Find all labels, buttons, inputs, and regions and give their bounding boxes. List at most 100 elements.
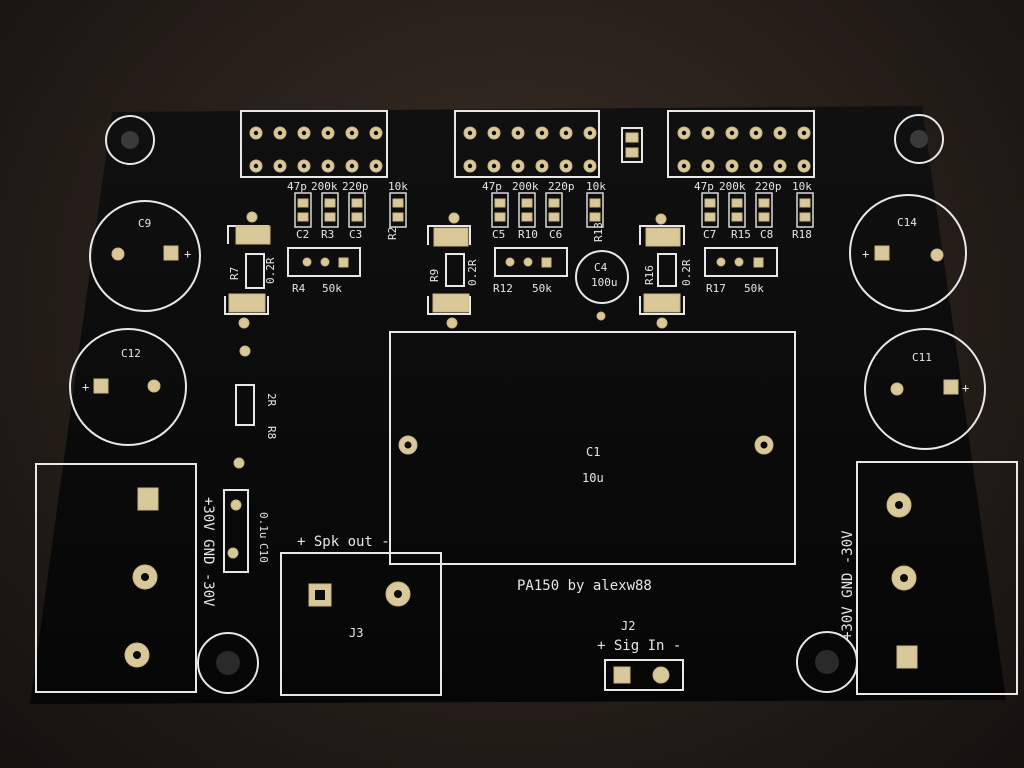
header-pin-hole <box>277 130 283 136</box>
smd-pad <box>589 212 601 222</box>
power-resistor-r16 <box>639 213 685 329</box>
power-resistor-r7 <box>224 211 271 329</box>
smd-footprint <box>728 192 746 228</box>
smd-pad <box>494 198 506 208</box>
label-c1: C1 <box>586 445 600 459</box>
label-c12-plus: + <box>82 380 89 394</box>
label-c9-plus: + <box>184 247 191 261</box>
terminal-block-right <box>856 461 1018 695</box>
label-right-c8: C8 <box>760 228 773 241</box>
label-r8: R8 <box>265 426 278 439</box>
small-footprint-top <box>621 127 643 163</box>
header-pin-hole <box>539 130 545 136</box>
label-left-v1: 47p <box>287 180 307 193</box>
label-c9: C9 <box>138 217 151 230</box>
header-pin-hole <box>777 130 783 136</box>
label-mid-r13: R13 <box>592 222 605 242</box>
label-mid-r12: R12 <box>493 282 513 295</box>
header-pin-hole <box>705 130 711 136</box>
mounting-hole-top-right <box>894 114 944 164</box>
smd-group-right <box>701 192 814 228</box>
smd-pad <box>548 212 560 222</box>
smd-pad <box>799 212 811 222</box>
label-power-right: +30V GND -30V <box>840 530 856 640</box>
header-pin-hole <box>729 130 735 136</box>
smd-pad <box>324 198 336 208</box>
label-right-v4: 10k <box>792 180 812 193</box>
header-pin-hole <box>373 130 379 136</box>
header-middle <box>454 110 600 178</box>
smd-pad <box>731 212 743 222</box>
header-pin-hole <box>515 163 521 169</box>
smd-footprint <box>701 192 719 228</box>
label-mid-v4: 10k <box>586 180 606 193</box>
label-r7: R7 <box>228 267 241 280</box>
label-c1-value: 10u <box>582 471 604 485</box>
label-right-r17-value: 50k <box>744 282 764 295</box>
smd-pad <box>297 198 309 208</box>
smd-footprint <box>755 192 773 228</box>
smd-pad <box>704 212 716 222</box>
header-pin-hole <box>587 130 593 136</box>
header-pin-hole <box>681 130 687 136</box>
smd-pad <box>521 212 533 222</box>
label-sig-in: + Sig In - <box>597 638 681 654</box>
smd-pad <box>758 198 770 208</box>
smd-footprint <box>586 192 604 228</box>
header-pin-hole <box>467 163 473 169</box>
smd-footprint <box>294 192 312 228</box>
board-title: PA150 by alexw88 <box>517 578 652 594</box>
label-mid-v2: 200k <box>512 180 539 193</box>
header-pin-hole <box>491 130 497 136</box>
label-c14-plus: + <box>862 247 869 261</box>
capacitor-c12 <box>69 328 187 446</box>
smd-pad <box>297 212 309 222</box>
smd-pad <box>351 212 363 222</box>
capacitor-c9 <box>89 200 201 312</box>
label-c4-value: 100u <box>591 276 618 289</box>
trimmer-r17 <box>704 247 778 277</box>
label-r9: R9 <box>428 269 441 282</box>
capacitor-c4 <box>575 250 629 321</box>
label-r9-value: 0.2R <box>466 259 479 286</box>
terminal-block-left <box>35 463 197 693</box>
header-pin-hole <box>563 163 569 169</box>
header-pin-hole <box>253 163 259 169</box>
header-pin-hole <box>777 163 783 169</box>
header-pin-hole <box>563 130 569 136</box>
resistor-r8 <box>233 345 255 469</box>
label-c4: C4 <box>594 261 608 274</box>
label-c11: C11 <box>912 351 932 364</box>
smd-pad <box>758 212 770 222</box>
label-mid-r12-value: 50k <box>532 282 552 295</box>
label-j3: J3 <box>349 626 363 640</box>
header-pin-hole <box>467 130 473 136</box>
header-left <box>240 110 388 178</box>
header-pin-hole <box>705 163 711 169</box>
capacitor-c11 <box>864 328 986 450</box>
header-pin-hole <box>325 163 331 169</box>
header-pin-hole <box>491 163 497 169</box>
smd-pad <box>324 212 336 222</box>
label-right-r15: R15 <box>731 228 751 241</box>
label-spk-out: + Spk out - <box>297 534 390 550</box>
smd-pad <box>799 198 811 208</box>
label-right-v3: 220p <box>755 180 782 193</box>
label-c12: C12 <box>121 347 141 360</box>
header-pin-hole <box>301 130 307 136</box>
connector-j2 <box>604 659 684 691</box>
smd-footprint <box>796 192 814 228</box>
label-left-r2: R2 <box>386 227 399 240</box>
label-right-r18: R18 <box>792 228 812 241</box>
label-left-c2: C2 <box>296 228 309 241</box>
header-pin-hole <box>729 163 735 169</box>
header-pin-hole <box>253 130 259 136</box>
smd-footprint <box>518 192 536 228</box>
trimmer-r12 <box>494 247 568 277</box>
label-left-r4: R4 <box>292 282 306 295</box>
smd-group-left <box>294 192 407 228</box>
label-left-v2: 200k <box>311 180 338 193</box>
smd-pad <box>548 198 560 208</box>
capacitor-c1 <box>389 331 796 565</box>
